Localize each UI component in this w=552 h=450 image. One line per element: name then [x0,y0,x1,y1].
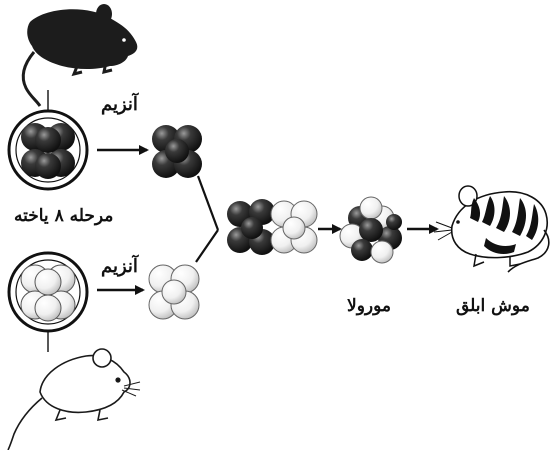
spotted-mouse-icon [433,185,550,273]
white-mouse-icon [7,348,141,450]
dark-8-cell-embryo [7,109,89,191]
dark-cells-without-zona [152,125,202,178]
black-mouse-icon [21,4,138,107]
light-cells-without-zona [148,264,200,320]
aggregated-embryo [227,199,318,255]
merge-line-bottom [195,229,219,263]
merge-line-top [196,175,220,231]
enzyme-label-top: آنزیم [101,94,138,115]
light-8-cell-embryo [7,251,89,333]
eight-cell-stage-label: مرحله ۸ یاخته [14,206,114,226]
morula-cell-cluster [339,196,402,264]
enzyme-label-bottom: آنزیم [101,256,138,277]
chimera-mouse-label: موش ابلق [456,296,530,316]
morula-label: مورولا [347,296,392,316]
